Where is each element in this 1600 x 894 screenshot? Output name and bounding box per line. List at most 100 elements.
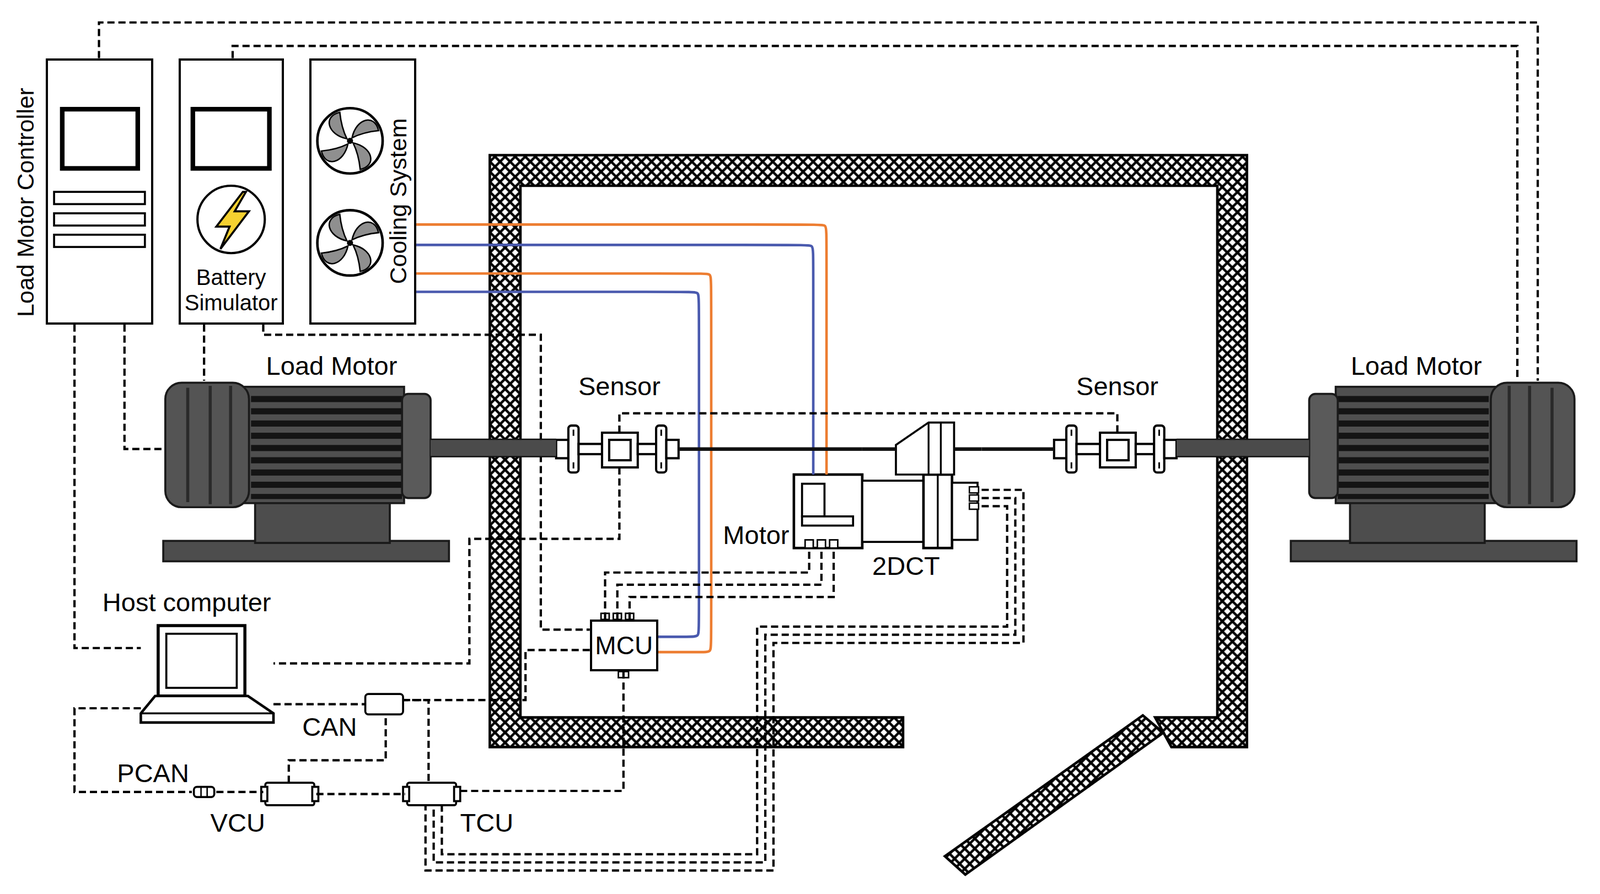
coolant-pipe: [416, 292, 700, 638]
load-motor-drawing: [163, 382, 449, 562]
transmission: 2DCT: [862, 422, 982, 549]
torque-sensor-drawing: [1054, 425, 1177, 473]
signal-wire: [232, 45, 1518, 381]
signal-wire: [605, 548, 835, 620]
signal-wire: [216, 791, 263, 793]
signal-wire: [262, 324, 590, 631]
transmission-drawing: [969, 503, 979, 510]
laptop-drawing: [158, 625, 245, 697]
drive-motor: Motor: [793, 474, 863, 549]
transmission-drawing: [936, 474, 939, 549]
coolant-pipe: [416, 273, 712, 653]
component-label: Sensor: [578, 372, 661, 399]
drive-motor-drawing: [804, 539, 814, 549]
bus-connector-drawing: [265, 782, 315, 806]
coolant-pipe: [416, 244, 814, 475]
transmission-drawing: [862, 422, 982, 549]
component-label: Load Motor: [1350, 352, 1483, 379]
component-label: Sensor: [1076, 372, 1159, 399]
signal-wire: [74, 708, 192, 793]
test-chamber-wall: [489, 154, 1247, 875]
cooling-fan: [352, 142, 371, 170]
controller-panel-detail: [54, 213, 146, 226]
signal-wire: [203, 324, 205, 381]
signal-wire: [458, 671, 624, 792]
transmission-drawing: [928, 422, 941, 475]
bus-connector-drawing: [403, 787, 410, 802]
signal-wire: [403, 650, 590, 701]
cooling-fan: [317, 108, 383, 174]
signal-wire: [273, 703, 366, 706]
drive-shaft: [1176, 447, 1310, 449]
laptop-drawing: [140, 712, 274, 715]
transmission-drawing: [895, 422, 954, 475]
signal-wire: [273, 704, 366, 705]
controller-panel-detail: [54, 109, 146, 248]
bus-connector-drawing: [201, 787, 208, 798]
signal-wire: [441, 506, 1007, 855]
controller-box: MCU: [589, 619, 659, 672]
signal-wire: [425, 490, 1024, 872]
component-label: Host computer: [102, 589, 272, 616]
battery-panel-detail: [192, 109, 270, 169]
signal-wire: [216, 791, 263, 794]
bus-connector-drawing: [261, 787, 268, 802]
battery-panel-detail: [197, 185, 265, 254]
component-label: Cooling System: [385, 117, 410, 284]
drive-shaft: [430, 447, 557, 449]
cooling-cabinet: Cooling System: [309, 58, 417, 325]
drive-shaft: [430, 439, 557, 456]
cooling-fan: [317, 210, 383, 276]
drive-shaft: [678, 448, 863, 450]
signal-wire: [425, 490, 1024, 872]
control-unit: TCU: [405, 782, 459, 806]
cooling-fan: [321, 245, 348, 264]
cooling-fan: [317, 108, 383, 276]
signal-wire: [273, 467, 620, 664]
load-motor: Load Motor: [1309, 380, 1577, 562]
controller-panel-detail: [54, 191, 146, 204]
drive-shaft: [678, 447, 863, 451]
torque-sensor-drawing: [556, 425, 679, 473]
cooling-fan: [352, 120, 379, 138]
test-chamber-wall: [945, 715, 1164, 875]
drive-shaft: [430, 438, 557, 458]
signal-wire: [629, 548, 834, 620]
battery-panel-detail: [192, 109, 270, 254]
laptop-drawing: [140, 625, 274, 723]
bus-adapter: PCAN: [191, 786, 217, 799]
transmission-drawing: [862, 447, 982, 451]
signal-wire: [124, 324, 164, 450]
transmission-drawing: [923, 474, 953, 549]
drive-shaft: [981, 447, 1054, 451]
signal-wire: [99, 22, 1539, 381]
laptop-drawing: [140, 696, 274, 723]
cooling-fan: [352, 244, 371, 272]
load-motor: Load Motor: [163, 380, 431, 562]
drive-shaft: [1176, 439, 1310, 456]
coolant-pipe: [416, 273, 712, 653]
battery-simulator-cabinet: Battery Simulator: [178, 58, 284, 325]
coolant-pipe: [416, 292, 700, 638]
cooling-fan: [317, 108, 383, 174]
component-label: MCU: [594, 632, 653, 659]
drive-motor-drawing: [802, 516, 854, 526]
torque-sensor: Sensor: [1054, 432, 1177, 468]
signal-wire: [403, 700, 429, 783]
component-label: Load Motor: [266, 352, 398, 379]
component-label: PCAN: [116, 759, 190, 786]
cooling-fan: [352, 222, 379, 240]
signal-wire: [403, 700, 429, 783]
controller-panel-detail: [54, 234, 146, 248]
control-unit: VCU: [262, 782, 316, 806]
signal-wire: [124, 324, 164, 450]
drive-motor-drawing: [829, 539, 839, 549]
cooling-fan: [321, 143, 348, 162]
bus-connector-drawing: [406, 782, 456, 806]
signal-wire: [458, 671, 624, 792]
signal-wire: [262, 324, 590, 631]
signal-wire: [617, 548, 822, 620]
signal-wire: [202, 324, 206, 381]
